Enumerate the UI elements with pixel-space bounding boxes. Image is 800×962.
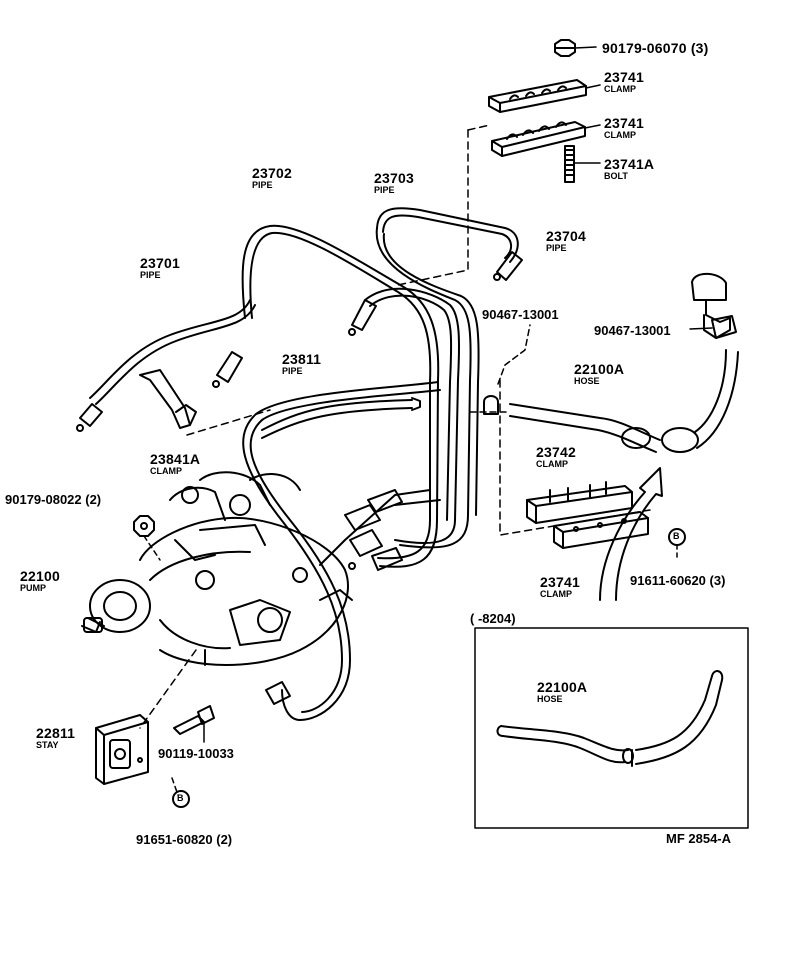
part-label-inset-hose: 22100A HOSE: [537, 680, 587, 704]
clip-right-icon: [689, 315, 737, 339]
part-number: 22100: [20, 568, 60, 584]
part-label-clamp-a: 23741 CLAMP: [604, 70, 644, 94]
part-label-clip-mid: 90467-13001: [482, 307, 559, 322]
injection-pump-icon: [81, 471, 403, 666]
part-name: BOLT: [604, 171, 628, 181]
part-label-pump: 22100 PUMP: [20, 569, 60, 593]
clip-mid-icon: [469, 324, 531, 415]
part-number: 22100A: [574, 361, 625, 377]
bolt-icon: [564, 145, 601, 183]
part-label-washer-right: 91611-60620 (3): [630, 573, 726, 588]
part-name: CLAMP: [604, 130, 636, 140]
part-label-pipe-2: 23702 PIPE: [252, 166, 292, 190]
part-number: 23741: [604, 115, 644, 131]
part-label-bolt-stay: 90119-10033: [158, 746, 234, 761]
part-number: 23841A: [150, 451, 201, 467]
part-label-washer-bottom: 91651-60820 (2): [136, 832, 233, 847]
part-name: PIPE: [140, 270, 161, 280]
flow-arrow-icon: [599, 467, 663, 601]
part-name: CLAMP: [540, 589, 572, 599]
part-name: PIPE: [282, 366, 303, 376]
part-name: HOSE: [574, 376, 600, 386]
washer-right-icon: [668, 528, 686, 561]
part-name: PUMP: [20, 583, 47, 593]
part-name: HOSE: [537, 694, 563, 704]
inset-title: ( -8204): [470, 611, 516, 626]
part-number: 23702: [252, 165, 292, 181]
part-name: STAY: [36, 740, 59, 750]
part-label-hose-main: 22100A HOSE: [574, 362, 624, 386]
part-label-clamp-b: 23741 CLAMP: [604, 116, 644, 140]
nozzle-fittings: [76, 251, 523, 705]
stay-bracket-icon: [95, 714, 149, 785]
part-label-pipe-1: 23701 PIPE: [140, 256, 180, 280]
washer-marker: B: [673, 531, 680, 541]
part-label-stay: 22811 STAY: [36, 726, 75, 750]
washer-marker: B: [177, 793, 184, 803]
part-number: 23811: [282, 351, 322, 367]
part-number: 23701: [140, 255, 180, 271]
part-label-nut-top: 90179-06070 (3): [602, 40, 709, 56]
part-label-clamp-pipe: 23841A CLAMP: [150, 452, 200, 476]
figure-code: MF 2854-A: [666, 831, 732, 846]
part-number: 23741: [604, 69, 644, 85]
part-label-pipe-3: 23703 PIPE: [374, 171, 414, 195]
part-number: 22811: [36, 725, 76, 741]
stay-bolt-icon: [173, 705, 215, 743]
part-number: 23741: [540, 574, 580, 590]
part-label-clamp-bottom: 23741 CLAMP: [540, 575, 580, 599]
part-label-clip-right: 90467-13001: [594, 323, 671, 338]
washer-bottom-icon: [172, 790, 190, 808]
clamp-middle-icon: [491, 121, 601, 157]
clamp-lower-icon: [526, 481, 633, 524]
part-name: CLAMP: [536, 459, 568, 469]
part-label-nut-left: 90179-08022 (2): [5, 492, 102, 507]
nut-left-icon: [133, 515, 161, 561]
part-label-bolt: 23741A BOLT: [604, 157, 654, 181]
part-number: 23741A: [604, 156, 655, 172]
part-label-clamp-lower: 23742 CLAMP: [536, 445, 576, 469]
part-number: 23742: [536, 444, 576, 460]
pipe-clamp-bracket: [139, 369, 271, 436]
nut-top-icon: [554, 39, 597, 57]
inset-frame: [474, 627, 749, 829]
part-name: CLAMP: [604, 84, 636, 94]
part-name: PIPE: [252, 180, 273, 190]
clamp-bottom-icon: [553, 511, 649, 549]
clamp-upper-icon: [488, 79, 601, 113]
inset-hose: [496, 670, 724, 767]
part-label-pipe-4: 23704 PIPE: [546, 229, 586, 253]
part-number: 23703: [374, 170, 414, 186]
part-name: CLAMP: [150, 466, 182, 476]
main-hose: [509, 272, 739, 453]
part-label-pipe-overflow: 23811 PIPE: [282, 352, 321, 376]
part-number: 22100A: [537, 679, 588, 695]
part-name: PIPE: [374, 185, 395, 195]
part-name: PIPE: [546, 243, 567, 253]
part-number: 23704: [546, 228, 586, 244]
